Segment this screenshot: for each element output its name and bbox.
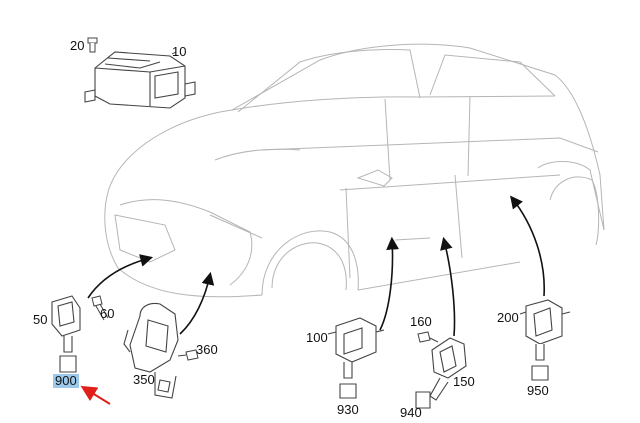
label-950: 950 (527, 383, 549, 398)
sensor-350 (123, 302, 179, 399)
sensor-100 (327, 317, 385, 399)
screw-160 (417, 331, 439, 343)
sensor-150 (415, 337, 467, 409)
location-arrows (87, 195, 546, 337)
label-200: 200 (497, 310, 519, 325)
sensor-200 (519, 299, 571, 381)
label-160: 160 (410, 314, 432, 329)
label-150: 150 (453, 374, 475, 389)
screw-360 (177, 349, 199, 361)
car-outline (104, 43, 605, 298)
label-350: 350 (133, 372, 155, 387)
label-360: 360 (196, 342, 218, 357)
bolt-60 (91, 295, 109, 321)
label-100: 100 (306, 330, 328, 345)
red-pointer-arrow (80, 385, 111, 405)
label-900-highlighted[interactable]: 900 (53, 373, 79, 388)
label-50: 50 (33, 312, 48, 327)
label-20: 20 (70, 38, 85, 53)
label-10: 10 (172, 44, 187, 59)
label-940: 940 (400, 405, 422, 420)
airbag-control-unit (84, 51, 196, 109)
screw-20 (87, 37, 98, 53)
label-930: 930 (337, 402, 359, 417)
label-60: 60 (100, 306, 115, 321)
sensor-50 (51, 295, 81, 373)
